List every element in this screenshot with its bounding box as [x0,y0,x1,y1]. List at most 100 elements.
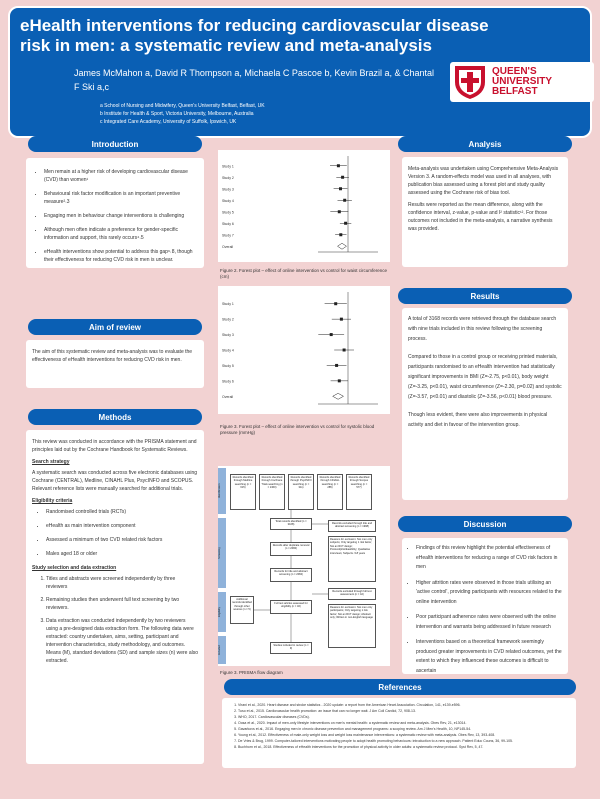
forest-row-label: Study 6 [222,379,234,383]
forest-point [339,187,342,191]
forest-row-label: Overall [222,245,233,249]
forest-row-label: Study 3 [222,333,234,337]
forest-row-label: Study 5 [222,364,234,368]
methods-intro: This review was conducted in accordance … [32,439,197,453]
forest-row-label: Study 2 [222,318,234,322]
discussion-bullet: Interventions based on a theoretical fra… [416,638,564,674]
forest-row-label: Study 7 [222,233,234,237]
prisma-box-excluded-reasons: Reasons for exclusion: Not men only subj… [328,536,376,582]
prisma-box-excluded-ta: Records excluded through title and abstr… [328,520,376,532]
logo-text: QUEEN'S UNIVERSITY BELFAST [492,67,552,97]
forest-point [337,210,341,214]
forest-point [334,302,338,306]
reference-item: Buchhorn et al., 2018. Effectiveness of … [238,744,572,750]
forest-row-label: Study 4 [222,349,234,353]
prisma-box-included: Studies included in review (n = 9) [270,642,312,654]
eligibility-item: Males aged 18 or older [46,550,198,558]
discussion-heading: Discussion [398,516,572,532]
results-paragraph-3: Though less evident, there were also imp… [408,412,548,428]
aim-text: The aim of this systematic review and me… [32,349,193,363]
references-panel: Virani et al., 2020. Heart disease and s… [222,698,576,768]
prisma-box-fulltext: Full text articles assessed for eligibil… [270,600,312,614]
forest-point [329,333,333,337]
forest-plot-sbp-svg: Study 1 Study 2 Study 3 Study 4 Study 5 Study… [222,292,378,405]
logo-line-2: UNIVERSITY [492,76,553,87]
discussion-bullet: Higher attrition rates were observed in … [416,579,564,608]
introduction-panel: Men remain at a higher risk of developin… [26,158,204,268]
university-crest-icon [455,66,485,99]
methods-panel: This review was conducted in accordance … [26,430,204,764]
prisma-box-excluded-ft-reasons: Reasons for exclusion: Not men only part… [328,604,376,648]
forest-row-label: Study 2 [222,176,234,180]
selection-step: Data extraction was conducted independen… [46,617,198,665]
selection-heading: Study selection and data extraction [32,565,117,571]
search-strategy-text: A systematic search was conducted across… [32,470,198,492]
forest-row-label: Study 4 [222,199,234,203]
analysis-panel: Meta-analysis was undertaken using Compr… [402,157,568,267]
selection-step: Titles and abstracts were screened indep… [46,575,198,591]
reference-item: WHO, 2017. Cardiovascular diseases (CVDs… [238,714,572,720]
forest-row-label: Study 5 [222,210,234,214]
forest-row-label: Study 1 [222,164,234,168]
methods-heading: Methods [28,409,202,425]
search-strategy-heading: Search strategy [32,459,70,465]
aim-panel: The aim of this systematic review and me… [26,340,204,388]
analysis-paragraph-1: Meta-analysis was undertaken using Compr… [408,166,559,196]
intro-bullet: Men remain at a higher risk of developin… [44,168,196,184]
prisma-box-screened: Records for title and abstract screening… [270,568,312,582]
results-panel: A total of 3168 records were retrieved t… [402,308,568,500]
figure-2-caption: Figure 2. Forest plot – effect of online… [220,268,387,279]
intro-bullet: Although men often indicate a preference… [44,226,196,242]
prisma-box-after-duplicates: Records after duplicate removal (n = 208… [270,542,312,556]
forest-point [339,317,343,321]
intro-bullet: Engaging men in behaviour change interve… [44,212,196,220]
prisma-box-scopus: Records identified through Scopus search… [346,474,372,510]
analysis-paragraph-2: Results were reported as the mean differ… [408,202,553,232]
prisma-box-psycinfo: Records identified through PsycINFO sear… [288,474,314,510]
reference-item: Tuso et al., 2015. Cardiovascular health… [238,708,572,714]
author-list: James McMahon a, David R Thompson a, Mic… [74,68,434,92]
poster-title: eHealth interventions for reducing cardi… [20,16,489,55]
selection-step: Remaining studies then underwent full te… [46,596,198,612]
university-logo: QUEEN'S UNIVERSITY BELFAST [450,62,594,102]
prisma-box-excluded-fulltext: Records excluded through full text asses… [328,588,376,600]
discussion-panel: Findings of this review highlight the po… [402,538,568,674]
forest-row-label: Study 1 [222,302,234,306]
logo-line-1: QUEEN'S [492,66,537,77]
forest-point [342,348,346,352]
reference-item: Virani et al., 2020. Heart disease and s… [238,702,572,708]
prisma-diagram: Identification Screening Eligibility Inc… [218,466,390,666]
forest-point [335,363,339,367]
affiliation-a: a School of Nursing and Midwifery, Queen… [100,103,265,109]
forest-point [341,175,345,179]
prisma-stage-eligibility: Eligibility [218,592,226,632]
results-paragraph-1: A total of 3168 records were retrieved t… [408,316,557,342]
aim-heading: Aim of review [28,319,202,335]
forest-point [336,164,340,168]
results-paragraph-2: Compared to those in a control group or … [408,354,562,400]
forest-row-label: Study 3 [222,187,234,191]
eligibility-heading: Eligibility criteria [32,498,73,504]
logo-line-3: BELFAST [492,86,538,97]
affiliations: a School of Nursing and Midwifery, Queen… [100,102,420,126]
reference-item: Gavarkovs et al., 2016. Engaging men in … [238,726,572,732]
affiliation-b: b Institute for Health & Sport, Victoria… [100,111,254,117]
intro-bullet: eHealth interventions show potential to … [44,248,196,264]
forest-point [339,233,343,237]
reference-item: Young et al., 2012. Effectiveness of mal… [238,732,572,738]
prisma-stage-identification: Identification [218,468,226,514]
intro-bullet: Behavioural risk factor modification is … [44,190,196,206]
references-heading: References [224,679,576,695]
discussion-bullet: Poor participant adherence rates were ob… [416,613,564,632]
forest-plot-waist: Study 1 Study 2 Study 3 Study 4 Study 5 Study… [218,150,390,262]
analysis-heading: Analysis [398,136,572,152]
eligibility-item: Randomised controlled trials (RCTs) [46,508,198,516]
prisma-caption: Figure 3. PRISMA flow diagram [220,670,283,675]
reference-item: Oosa et al., 2020. Impact of men-only li… [238,720,572,726]
forest-plot-waist-svg: Study 1 Study 2 Study 3 Study 4 Study 5 Study… [222,156,378,253]
forest-overall-diamond [332,392,345,400]
prisma-box-total: Total records identified (n = 3168) [270,518,312,530]
results-heading: Results [398,288,572,304]
poster-header: eHealth interventions for reducing cardi… [8,6,594,138]
figure-3-caption: Figure 3. Forest plot – effect of online… [220,424,375,435]
